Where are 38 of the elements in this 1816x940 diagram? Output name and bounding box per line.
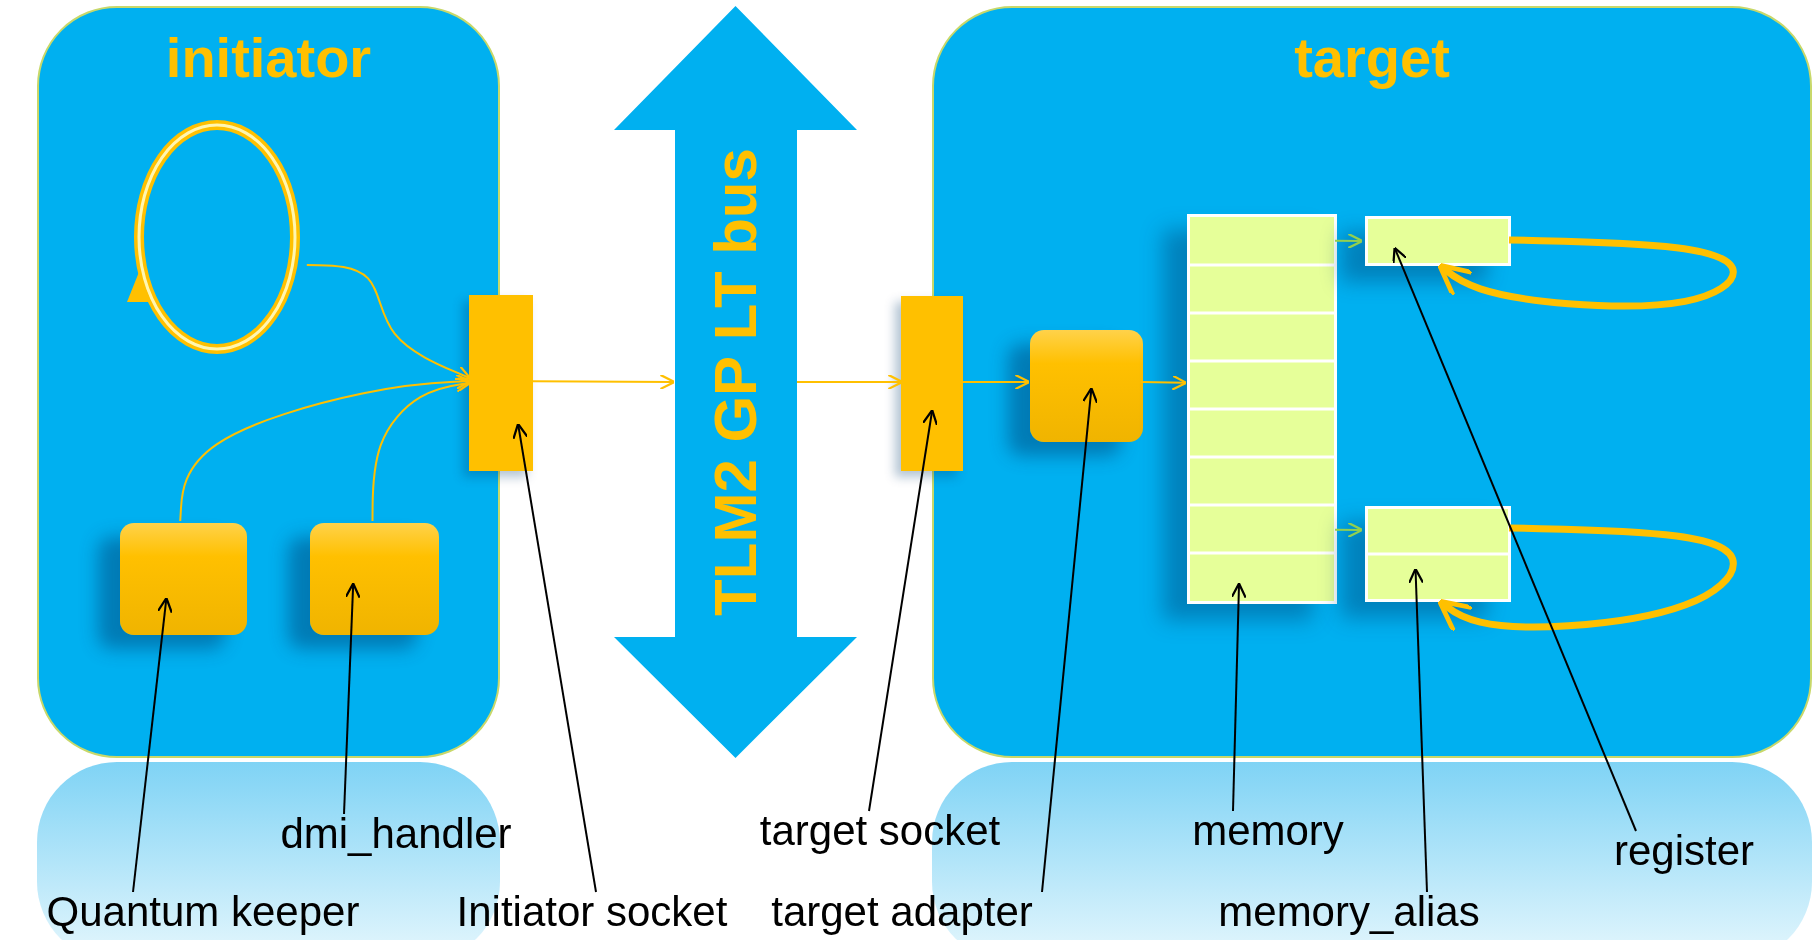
arrow bbox=[1334, 521, 1364, 538]
arrow bbox=[371, 376, 472, 522]
component-block bbox=[120, 523, 247, 635]
callout-label: register bbox=[1613, 827, 1755, 875]
register-block bbox=[1365, 216, 1511, 266]
callout-label: memory_alias bbox=[1218, 888, 1480, 936]
arrow bbox=[1437, 236, 1737, 310]
callout-label: Quantum keeper bbox=[46, 888, 360, 936]
module-panel: target bbox=[932, 6, 1812, 758]
arrow bbox=[796, 373, 904, 391]
arrow bbox=[305, 264, 472, 381]
callout-label: dmi_handler bbox=[280, 810, 512, 858]
socket-bar bbox=[901, 296, 963, 471]
callout-label: target adapter bbox=[771, 888, 1033, 936]
arrow bbox=[1140, 374, 1188, 391]
leader-line bbox=[512, 422, 597, 893]
memory-block bbox=[1187, 214, 1337, 604]
component-block bbox=[1030, 330, 1143, 442]
callout-label: Initiator socket bbox=[456, 888, 728, 936]
leader-line bbox=[132, 596, 173, 893]
arrow bbox=[1437, 524, 1737, 634]
module-panel: initiator bbox=[37, 6, 500, 758]
component-block bbox=[310, 523, 439, 635]
leader-line bbox=[1392, 246, 1637, 832]
bus-double-arrow: TLM2 GP LT bus bbox=[614, 6, 857, 758]
leader-line bbox=[343, 582, 361, 815]
socket-bar bbox=[469, 295, 533, 471]
arrow bbox=[532, 373, 676, 391]
leader-line bbox=[868, 409, 939, 812]
callout-label: target socket bbox=[759, 807, 1001, 855]
memory-block bbox=[1365, 506, 1511, 602]
callout-label: memory bbox=[1192, 807, 1344, 855]
arrow bbox=[179, 373, 472, 522]
leader-line bbox=[1041, 387, 1099, 893]
leader-line bbox=[1407, 567, 1428, 893]
arrow bbox=[962, 373, 1031, 391]
leader-line bbox=[1230, 582, 1247, 812]
arrow bbox=[1334, 232, 1364, 250]
